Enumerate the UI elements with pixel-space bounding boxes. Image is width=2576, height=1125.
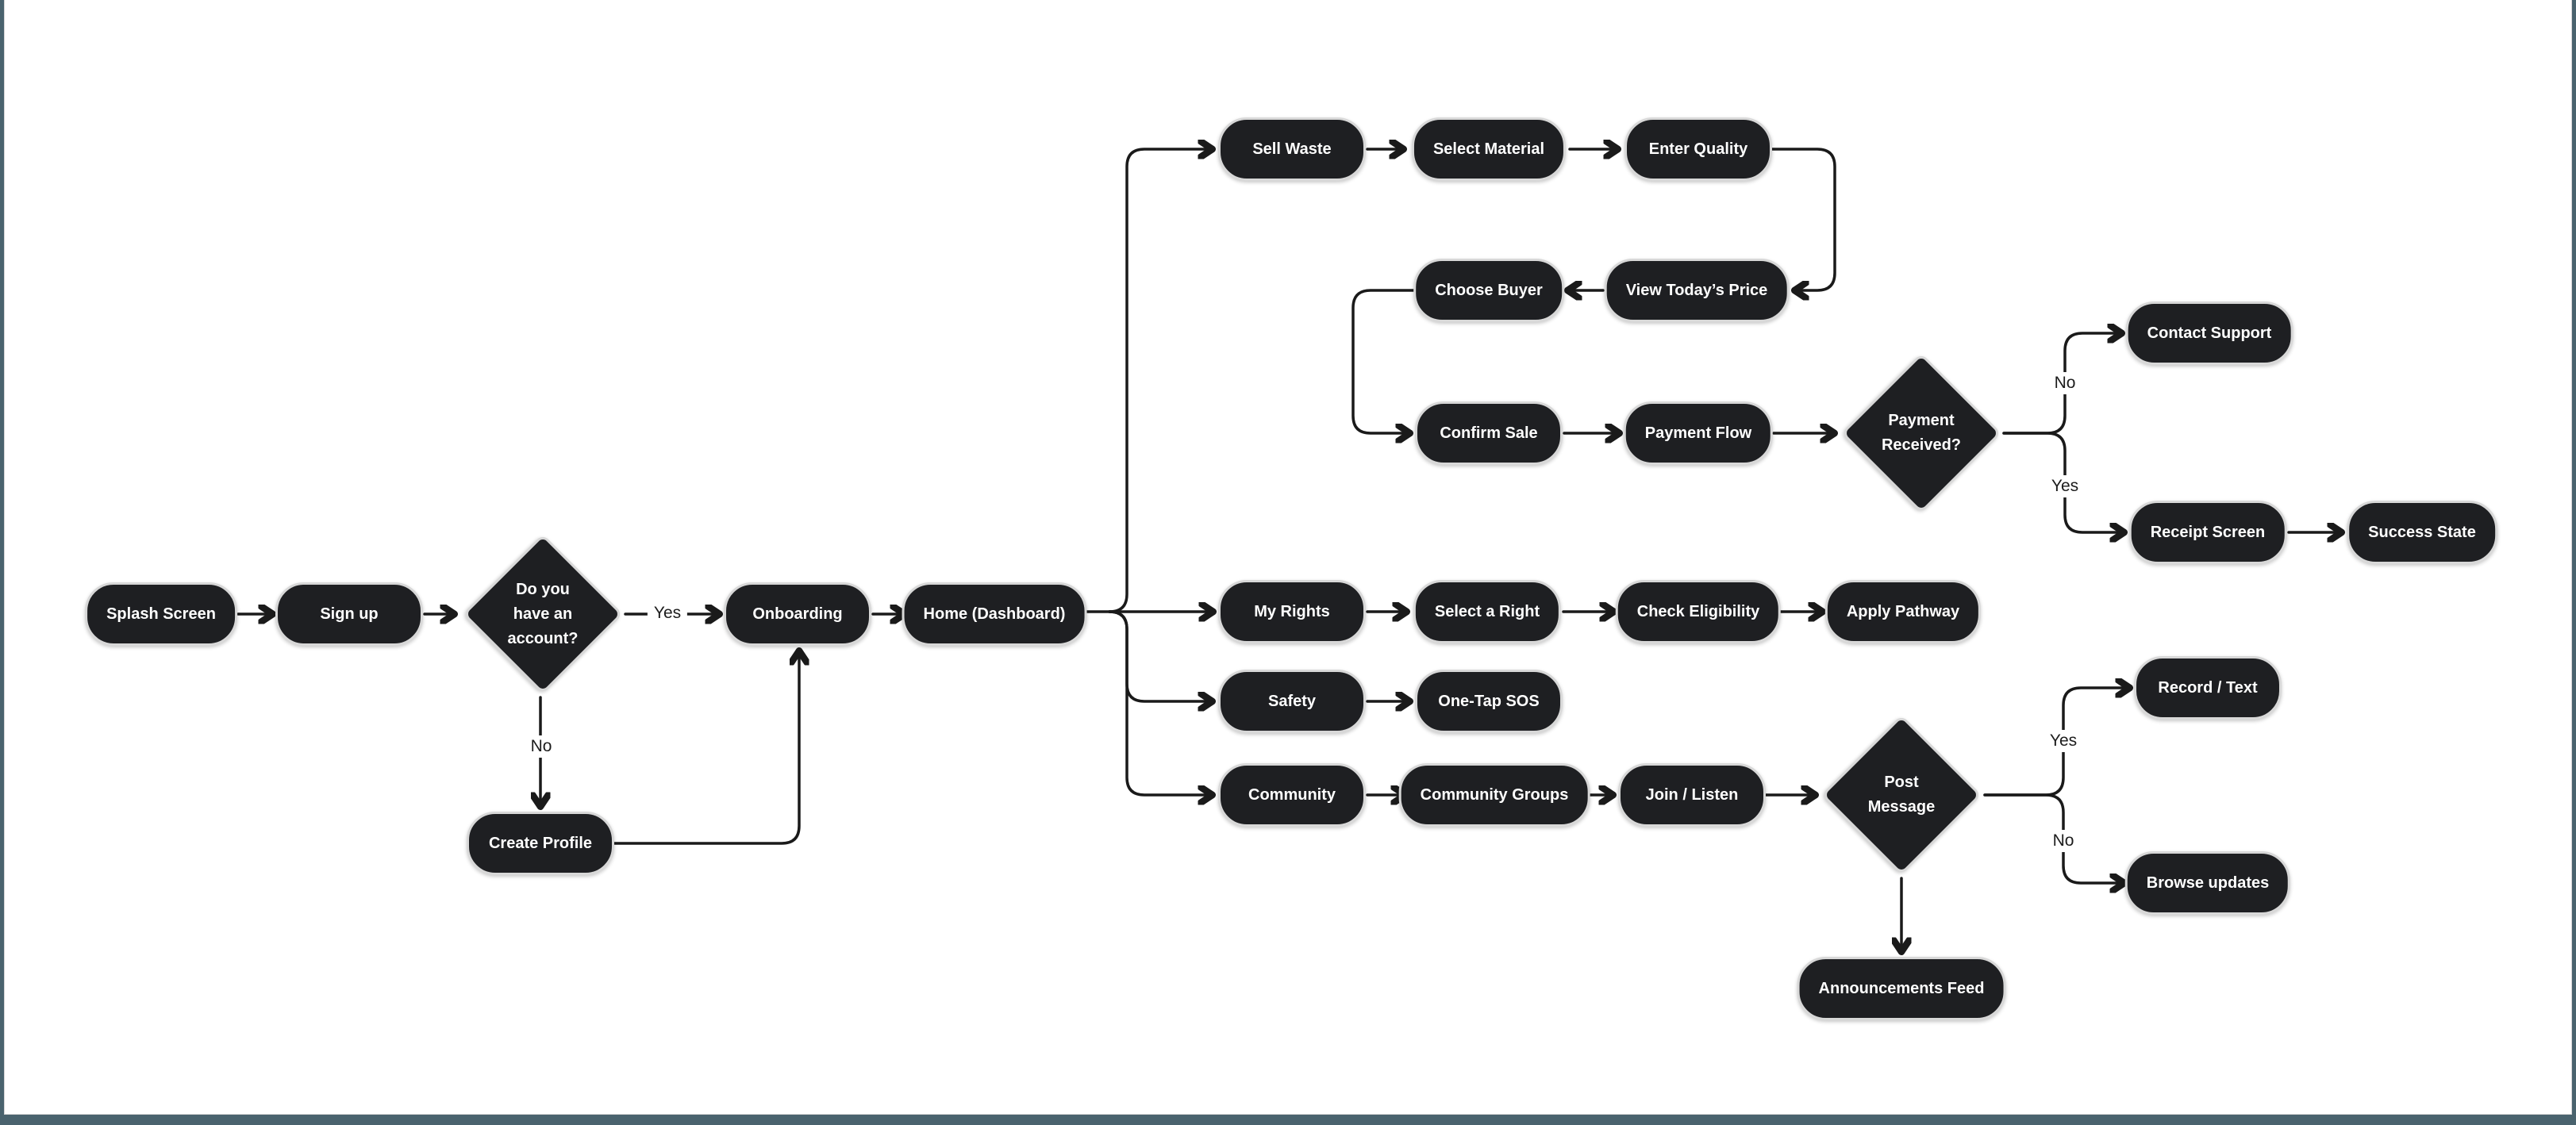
node-contact-support[interactable]: Contact Support (2125, 301, 2293, 365)
node-my-rights[interactable]: My Rights (1218, 580, 1366, 643)
node-select-a-right[interactable]: Select a Right (1413, 580, 1562, 643)
node-account-decision[interactable]: Do you have an account? (461, 532, 625, 696)
node-create-profile[interactable]: Create Profile (467, 812, 614, 875)
node-payment-flow[interactable]: Payment Flow (1623, 401, 1774, 465)
edge-label-post-yes[interactable]: Yes (2043, 730, 2084, 752)
edge-label-payment-yes[interactable]: Yes (2044, 475, 2086, 497)
decision-diamond-label: Post Message (1867, 774, 1936, 816)
node-announcements-feed[interactable]: Announcements Feed (1797, 957, 2006, 1020)
node-post-message-decision[interactable]: Post Message (1820, 713, 1983, 877)
node-sign-up[interactable]: Sign up (275, 582, 423, 646)
node-home-dashboard[interactable]: Home (Dashboard) (902, 582, 1087, 646)
node-safety[interactable]: Safety (1218, 670, 1366, 733)
node-success-state[interactable]: Success State (2347, 501, 2497, 564)
node-splash-screen[interactable]: Splash Screen (85, 582, 237, 646)
connector-branch-to-safety (1108, 610, 1212, 701)
node-community[interactable]: Community (1218, 763, 1366, 827)
node-join-listen[interactable]: Join / Listen (1618, 763, 1766, 827)
connector-branch-to-sellwaste (1108, 149, 1212, 613)
node-apply-pathway[interactable]: Apply Pathway (1824, 580, 1982, 643)
node-community-groups[interactable]: Community Groups (1398, 763, 1590, 827)
node-payment-decision[interactable]: Payment Received? (1840, 351, 2003, 515)
node-record-text[interactable]: Record / Text (2134, 656, 2282, 720)
decision-diamond-label: Do you have an account? (507, 580, 579, 647)
edge-label-account-yes[interactable]: Yes (647, 602, 688, 624)
node-check-eligibility[interactable]: Check Eligibility (1615, 580, 1782, 643)
connector-choosebuyer-to-confirmsale (1351, 289, 1416, 433)
node-onboarding[interactable]: Onboarding (724, 582, 871, 646)
edge-label-payment-no[interactable]: No (2047, 372, 2082, 394)
node-sell-waste[interactable]: Sell Waste (1218, 117, 1366, 181)
node-view-todays-price[interactable]: View Today’s Price (1604, 259, 1790, 322)
edge-label-account-no[interactable]: No (524, 735, 559, 758)
node-one-tap-sos[interactable]: One-Tap SOS (1415, 670, 1563, 733)
node-select-material[interactable]: Select Material (1411, 117, 1567, 181)
edge-label-post-no[interactable]: No (2046, 830, 2081, 852)
node-enter-quality[interactable]: Enter Quality (1624, 117, 1772, 181)
connector-createprofile-to-onboarding (608, 651, 799, 845)
node-receipt-screen[interactable]: Receipt Screen (2128, 501, 2287, 564)
node-confirm-sale[interactable]: Confirm Sale (1415, 401, 1563, 465)
connector-branch-to-community (1108, 610, 1212, 795)
node-choose-buyer[interactable]: Choose Buyer (1413, 259, 1564, 322)
node-browse-updates[interactable]: Browse updates (2124, 851, 2291, 915)
decision-diamond-label: Payment Received? (1881, 412, 1962, 454)
